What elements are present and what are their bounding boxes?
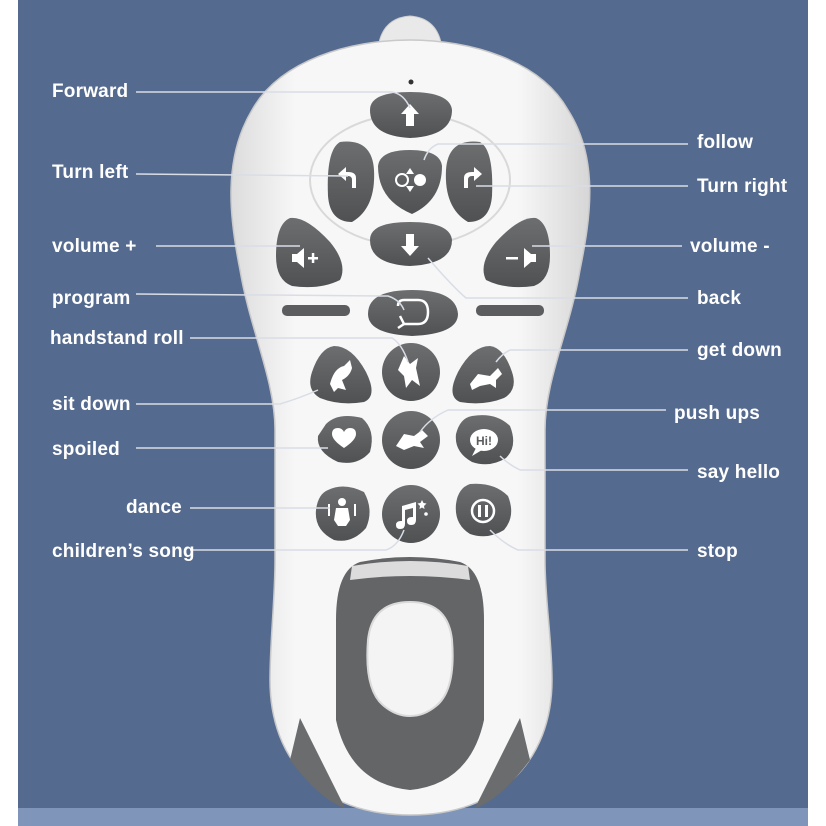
hi-glyph: Hi!: [476, 434, 492, 448]
label-push-ups: push ups: [674, 403, 761, 424]
forward-button[interactable]: [370, 92, 452, 138]
dance-button[interactable]: [315, 486, 370, 541]
volume-down-button[interactable]: [483, 217, 550, 288]
label-turn-right: Turn right: [697, 176, 788, 197]
dancing-figure-icon: [328, 498, 356, 526]
background-bottom-strip: [18, 808, 808, 826]
turn-left-button[interactable]: [327, 141, 375, 222]
left-grip: [290, 718, 345, 808]
volume-up-button[interactable]: [276, 217, 343, 288]
childrens-song-button[interactable]: [382, 485, 440, 543]
get-down-button[interactable]: [452, 346, 514, 404]
sit-down-button[interactable]: [310, 346, 372, 404]
label-program: program: [52, 288, 131, 309]
label-spoiled: spoiled: [52, 439, 120, 460]
pause-icon: [470, 498, 496, 524]
right-divider-bar: [476, 305, 544, 316]
label-sit-down: sit down: [52, 394, 131, 415]
left-divider-bar: [282, 305, 350, 316]
turn-right-arrow-icon: [464, 167, 482, 188]
label-handstand-roll: handstand roll: [50, 328, 184, 349]
indicator-light: [408, 79, 414, 85]
speaker-plus-icon: [292, 248, 318, 268]
follow-icon: [395, 168, 426, 192]
program-button[interactable]: [368, 290, 458, 336]
right-grip: [475, 718, 530, 808]
leader-lines: [135, 91, 688, 551]
stop-button[interactable]: [455, 483, 512, 537]
dog-sit-icon: [330, 360, 352, 392]
back-button[interactable]: [370, 222, 452, 266]
dog-pushup-icon: [396, 430, 428, 450]
handstand-roll-button[interactable]: [382, 343, 440, 401]
program-loop-icon: [396, 298, 430, 330]
spoiled-button[interactable]: [317, 416, 372, 463]
label-back: back: [697, 288, 742, 309]
turn-right-button[interactable]: [445, 141, 493, 222]
music-note-icon: [396, 500, 428, 529]
label-childrens-song: children’s song: [52, 541, 195, 562]
heart-icon: [332, 428, 356, 448]
label-follow: follow: [697, 132, 754, 153]
label-get-down: get down: [697, 340, 782, 361]
label-forward: Forward: [52, 81, 129, 102]
arrow-up-icon: [401, 104, 419, 126]
label-volume-down: volume -: [690, 236, 770, 257]
label-turn-left: Turn left: [52, 162, 129, 183]
speech-bubble-icon: Hi!: [470, 429, 498, 456]
grip-pad-window: [366, 600, 454, 718]
label-stop: stop: [697, 541, 738, 562]
speaker-minus-icon: [506, 248, 536, 268]
label-say-hello: say hello: [697, 462, 781, 483]
label-volume-up: volume +: [52, 236, 137, 257]
label-dance: dance: [126, 497, 182, 518]
follow-button[interactable]: [378, 150, 442, 214]
grip-pad-rim: [350, 561, 470, 580]
say-hello-button[interactable]: Hi!: [455, 415, 514, 465]
arrow-down-icon: [401, 234, 419, 256]
turn-left-arrow-icon: [338, 167, 356, 188]
dog-lie-down-icon: [470, 368, 502, 390]
dog-handstand-icon: [398, 356, 420, 388]
